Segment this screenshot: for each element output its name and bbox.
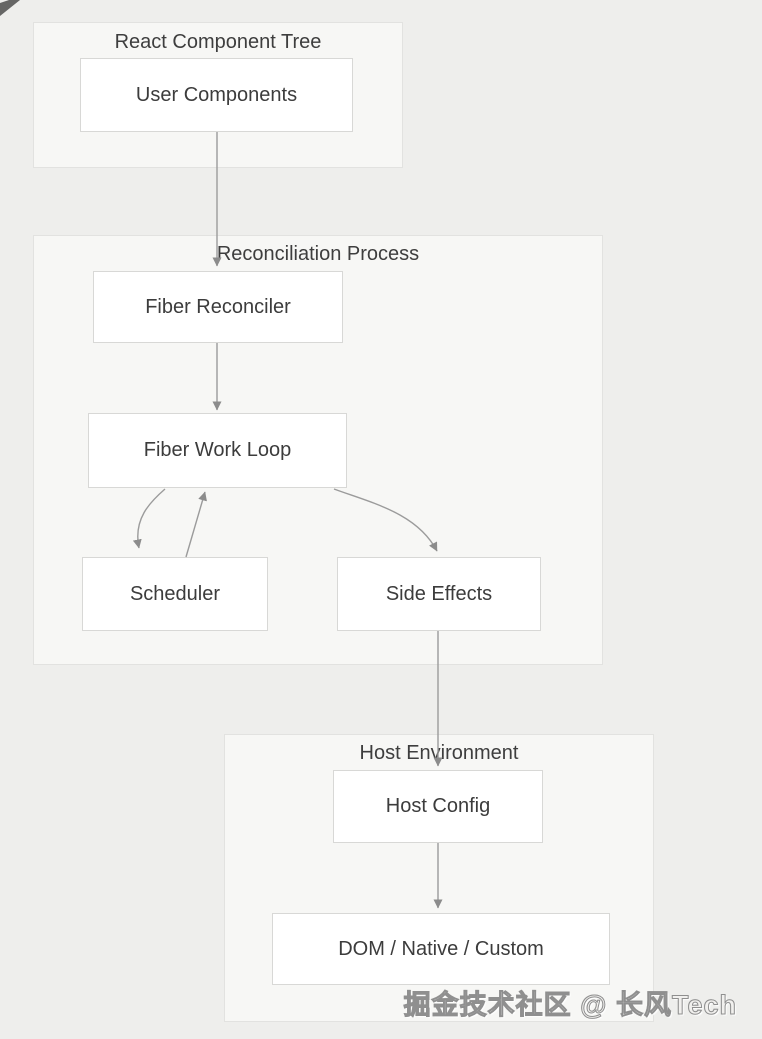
node-dom-native-custom: DOM / Native / Custom bbox=[272, 913, 610, 985]
node-fiber-work-loop: Fiber Work Loop bbox=[88, 413, 347, 488]
group-title-reconciliation-process: Reconciliation Process bbox=[216, 243, 420, 265]
node-side-effects: Side Effects bbox=[337, 557, 541, 631]
node-fiber-reconciler: Fiber Reconciler bbox=[93, 271, 343, 343]
corner-crop-artifact bbox=[0, 0, 20, 16]
node-scheduler: Scheduler bbox=[82, 557, 268, 631]
watermark-text: 掘金技术社区 @ 长风Tech bbox=[403, 990, 737, 1021]
group-title-host-environment: Host Environment bbox=[359, 742, 519, 764]
group-title-react-component-tree: React Component Tree bbox=[114, 31, 322, 53]
node-user-components: User Components bbox=[80, 58, 353, 132]
node-host-config: Host Config bbox=[333, 770, 543, 843]
